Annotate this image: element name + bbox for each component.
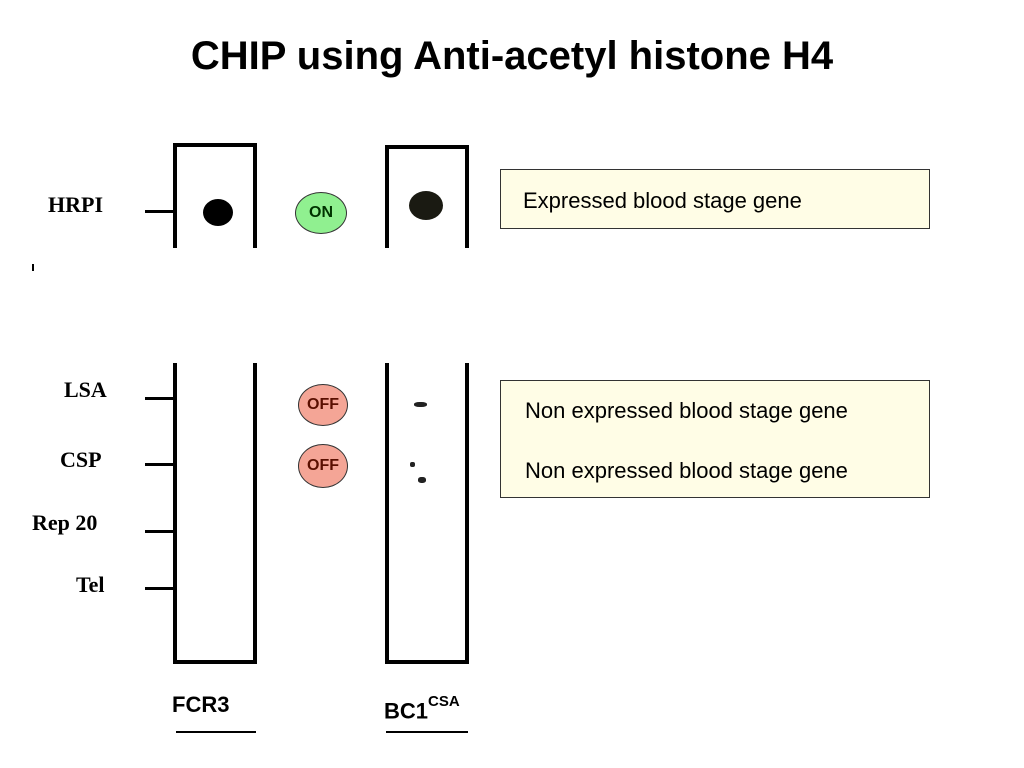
stray-mark — [32, 264, 34, 271]
tick-rep20 — [145, 530, 175, 533]
expressed-note-box: Expressed blood stage gene — [500, 169, 930, 229]
fcr3-blot-lower — [173, 363, 257, 664]
tick-csp — [145, 463, 175, 466]
page-title: CHIP using Anti-acetyl histone H4 — [190, 34, 834, 78]
bc1-blot-upper — [385, 145, 469, 248]
gene-label-lsa: LSA — [64, 377, 107, 402]
gene-label-csp: CSP — [60, 447, 102, 472]
bc1-blot-lower — [385, 363, 469, 664]
bc1-csp-speck-b — [418, 477, 426, 483]
lane-underline-bc1 — [386, 731, 468, 733]
on-badge-hrpi: ON — [295, 192, 347, 234]
gene-label-hrpi: HRPI — [48, 192, 103, 217]
lane-label-bc1: BC1CSA — [384, 693, 460, 724]
off-badge-lsa: OFF — [298, 384, 348, 426]
non-expressed-note-csp: Non expressed blood stage gene — [525, 458, 848, 483]
fcr3-blot-upper — [173, 143, 257, 248]
lane-label-fcr3: FCR3 — [172, 692, 230, 717]
bc1-csp-speck-a — [410, 462, 415, 467]
tick-lsa — [145, 397, 175, 400]
bc1-lsa-speck — [414, 402, 427, 407]
gene-label-tel: Tel — [76, 572, 105, 597]
tick-tel — [145, 587, 175, 590]
tick-hrpi — [145, 210, 175, 213]
fcr3-hrpi-spot — [203, 199, 233, 226]
non-expressed-note-lsa: Non expressed blood stage gene — [525, 398, 848, 423]
off-badge-csp: OFF — [298, 444, 348, 488]
bc1-hrpi-spot — [409, 191, 443, 220]
lane-underline-fcr3 — [176, 731, 256, 733]
expressed-note-text: Expressed blood stage gene — [523, 188, 802, 213]
gene-label-rep20: Rep 20 — [32, 510, 98, 535]
lane-label-bc1-main: BC1 — [384, 698, 429, 724]
lane-label-bc1-sup: CSA — [428, 693, 460, 710]
non-expressed-note-box: Non expressed blood stage gene Non expre… — [500, 380, 930, 498]
